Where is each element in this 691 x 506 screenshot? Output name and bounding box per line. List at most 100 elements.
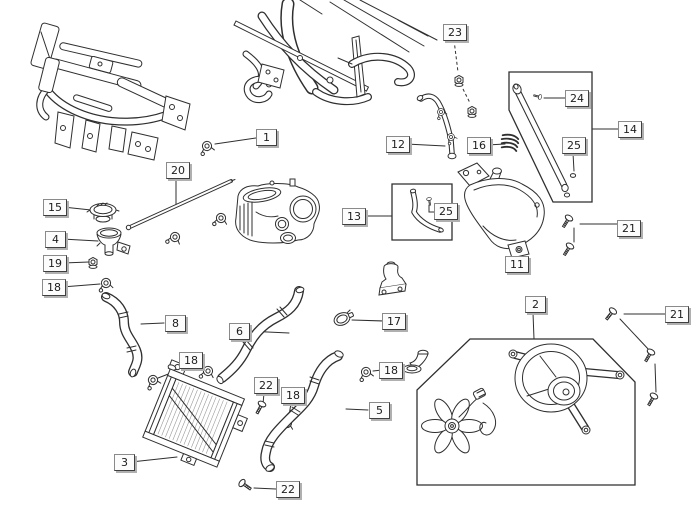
callout-17-label: 17 [387, 315, 401, 328]
cylinder-head-drawing [235, 178, 320, 244]
hose-clamp-18e-drawing [357, 365, 375, 383]
screw-21b-drawing [560, 241, 576, 258]
callout-18-c[interactable]: 18 [281, 387, 305, 404]
callout-23-label: 23 [448, 26, 462, 39]
callout-2[interactable]: 2 [525, 296, 546, 313]
callout-13-label: 13 [347, 210, 361, 223]
water-outlet-drawing [378, 261, 407, 296]
callout-15[interactable]: 15 [43, 199, 67, 216]
callout-3[interactable]: 3 [114, 454, 135, 471]
callout-18-a-label: 18 [47, 281, 61, 294]
callout-2-label: 2 [532, 298, 539, 311]
callout-19[interactable]: 19 [43, 255, 67, 272]
callout-6-label: 6 [236, 325, 243, 338]
callout-23[interactable]: 23 [443, 24, 467, 41]
pipe-12-drawing [416, 94, 459, 160]
callout-13[interactable]: 13 [342, 208, 366, 225]
callout-12[interactable]: 12 [386, 136, 410, 153]
callout-25-a-label: 25 [567, 139, 581, 152]
detail-box-2 [416, 338, 636, 486]
hose-6-drawing [216, 286, 305, 385]
reservoir-bracket-drawing [457, 162, 545, 259]
outlet-fitting-drawing [402, 349, 429, 374]
nut-23a-drawing [454, 74, 464, 87]
detail-box-14 [508, 71, 593, 203]
callout-12-label: 12 [391, 138, 405, 151]
radiator-drawing [142, 359, 249, 468]
screw-21e-drawing [644, 391, 660, 408]
nut-23b-drawing [467, 105, 477, 118]
callout-25-b-label: 25 [439, 205, 453, 218]
callout-1[interactable]: 1 [256, 129, 277, 146]
clamp-17-drawing [333, 309, 354, 326]
screw-22b-drawing [237, 477, 254, 493]
callout-25-a[interactable]: 25 [562, 137, 586, 154]
callout-18-d[interactable]: 18 [379, 362, 403, 379]
nut-19-drawing [88, 256, 98, 269]
callout-22-a-label: 22 [259, 379, 273, 392]
callout-18-c-label: 18 [286, 389, 300, 402]
hose-13-drawing [409, 188, 444, 233]
callout-17[interactable]: 17 [382, 313, 406, 330]
callout-22-b-label: 22 [281, 483, 295, 496]
detail-box-13 [391, 183, 453, 241]
callout-11-label: 11 [510, 258, 524, 271]
callout-20[interactable]: 20 [166, 162, 190, 179]
hose-5-drawing [265, 350, 344, 473]
callout-11[interactable]: 11 [505, 256, 529, 273]
callout-22-b[interactable]: 22 [276, 481, 300, 498]
washer-stack-16-drawing [500, 133, 520, 152]
screw-25-box13-drawing [426, 196, 433, 206]
callout-18-b[interactable]: 18 [179, 352, 203, 369]
screw-21d-drawing [641, 347, 657, 364]
pipe-clamp-1-drawing [198, 139, 216, 157]
callout-8-label: 8 [172, 317, 179, 330]
fan-bracket-drawing [508, 343, 625, 435]
callout-8[interactable]: 8 [165, 315, 186, 332]
callout-19-label: 19 [48, 257, 62, 270]
callout-5-label: 5 [376, 404, 383, 417]
callout-15-label: 15 [48, 201, 62, 214]
dashed-leader-23 [453, 39, 471, 104]
pipe-clamp-a-drawing [211, 211, 229, 228]
hose-clamp-18a-drawing [97, 277, 114, 293]
screw-24-drawing [532, 92, 543, 101]
callout-1-label: 1 [263, 131, 270, 144]
callout-20-label: 20 [171, 164, 185, 177]
hose-8-drawing [101, 292, 137, 378]
filler-neck-drawing [96, 227, 131, 256]
callout-21-b-label: 21 [670, 308, 684, 321]
callout-21-a[interactable]: 21 [617, 220, 641, 237]
callout-25-b[interactable]: 25 [434, 203, 458, 220]
callout-21-b[interactable]: 21 [665, 306, 689, 323]
frame-assembly-drawing [30, 22, 191, 161]
callout-24-label: 24 [570, 92, 584, 105]
callout-4[interactable]: 4 [45, 231, 66, 248]
tube-14-drawing [512, 83, 571, 198]
callout-21-a-label: 21 [622, 222, 636, 235]
callout-5[interactable]: 5 [369, 402, 390, 419]
callout-16[interactable]: 16 [467, 137, 491, 154]
radiator-cap-drawing [86, 202, 120, 223]
ring-25-drawing [569, 173, 577, 178]
screw-22a-drawing [252, 399, 268, 416]
callout-18-a[interactable]: 18 [42, 279, 66, 296]
callout-4-label: 4 [52, 233, 59, 246]
callout-14-label: 14 [623, 123, 637, 136]
callout-18-b-label: 18 [184, 354, 198, 367]
fan-cable-drawing [458, 387, 497, 436]
screw-21c-drawing [602, 306, 619, 323]
callout-14[interactable]: 14 [618, 121, 642, 138]
fan-blade-drawing [421, 398, 483, 454]
frame-front-section-drawing [233, 0, 438, 101]
pipe-clamp-b-drawing [164, 229, 184, 248]
callout-18-d-label: 18 [384, 364, 398, 377]
callout-24[interactable]: 24 [565, 90, 589, 107]
rod-20-drawing [125, 179, 236, 231]
callout-6[interactable]: 6 [229, 323, 250, 340]
hose-clamp-18b-drawing [143, 373, 163, 391]
callout-16-label: 16 [472, 139, 486, 152]
callout-22-a[interactable]: 22 [254, 377, 278, 394]
